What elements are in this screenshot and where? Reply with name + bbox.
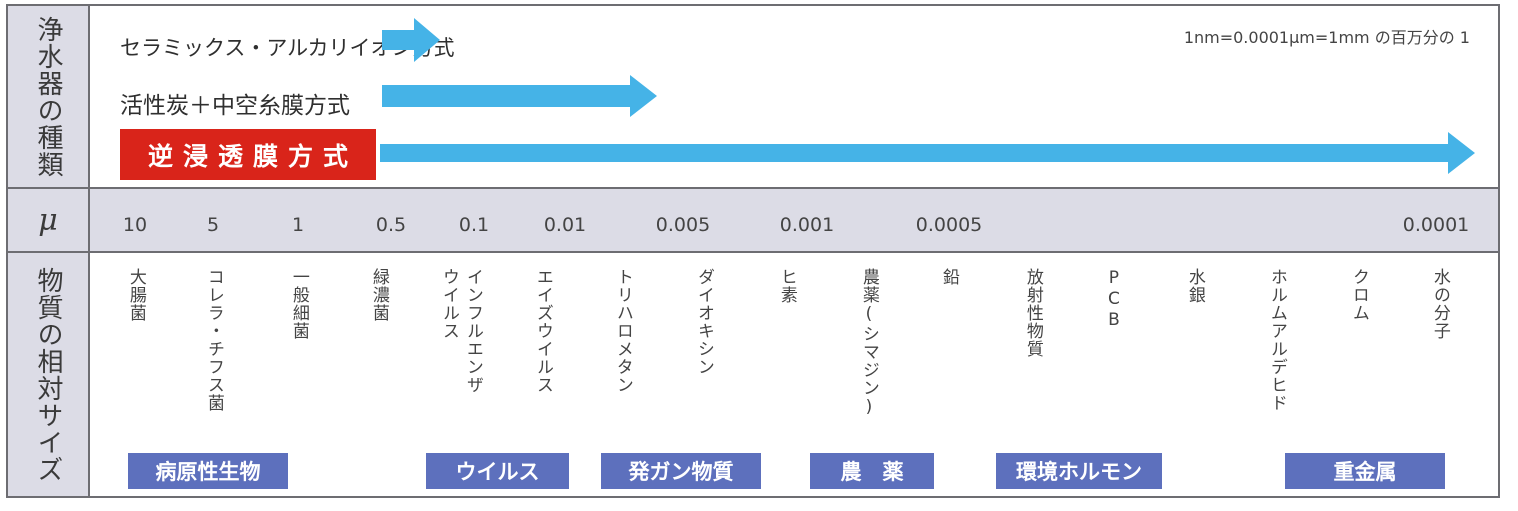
scale-value: 0.001: [779, 214, 835, 236]
filtration-arrows: [380, 18, 1475, 174]
arrow-reverse-osmosis-icon: [380, 132, 1475, 174]
substance-label: ホルムアルデヒド: [1266, 268, 1287, 412]
substance-label: 鉛: [938, 268, 959, 286]
category-viruses: ウイルス: [426, 453, 569, 489]
arrow-carbon-icon: [382, 75, 657, 117]
water-purifier-types-label: 浄水器の種類: [33, 15, 63, 178]
micron-label: μ: [38, 202, 58, 238]
category-endocrine-disruptors: 環境ホルモン: [996, 453, 1162, 489]
substance-label: ヒ素: [776, 268, 797, 304]
substance-label: 一般細菌: [288, 268, 309, 340]
scale-value: 1: [291, 214, 305, 236]
category-carcinogens: 発ガン物質: [601, 453, 761, 489]
scale-value: 5: [206, 214, 220, 236]
substance-label: エイズウイルス: [532, 268, 553, 394]
scale-row: [90, 189, 1498, 251]
substance-label: 大腸菌: [125, 268, 146, 322]
relative-size-label: 物質の相対サイズ: [33, 266, 63, 483]
divider-bottom: [8, 251, 1498, 253]
scale-value: 0.005: [655, 214, 711, 236]
substance-label: 放射性物質: [1022, 268, 1043, 358]
substance-label: トリハロメタン: [612, 268, 633, 394]
filtration-diagram: 浄水器の種類 μ 物質の相対サイズ セラミックス・アルカリイオン方式 活性炭＋中…: [6, 4, 1500, 498]
unit-label-cell: μ: [8, 189, 88, 251]
arrow-ceramic-icon: [382, 18, 440, 62]
category-pesticides: 農 薬: [810, 453, 934, 489]
substance-label: クロム: [1348, 268, 1369, 322]
substance-label: 水銀: [1184, 268, 1205, 304]
category-pathogens: 病原性生物: [128, 453, 288, 489]
scale-value: 10: [122, 214, 148, 236]
substance-label: インフルエンザ: [462, 268, 483, 394]
substance-label: 水の分子: [1429, 268, 1450, 340]
scale-value: 0.0005: [915, 214, 983, 236]
scale-value: 0.1: [458, 214, 490, 236]
substance-label: PCB: [1103, 268, 1124, 331]
method-reverse-osmosis: 逆浸透膜方式: [147, 141, 358, 171]
method-carbon: 活性炭＋中空糸膜方式: [120, 93, 350, 119]
scale-value: 0.01: [543, 214, 587, 236]
unit-note: 1nm=0.0001μm=1mm の百万分の 1: [1183, 28, 1470, 47]
substance-label: 緑濃菌: [368, 268, 389, 322]
type-label-cell: 浄水器の種類: [8, 6, 88, 187]
substance-label: ウイルス: [438, 268, 459, 340]
substance-label: ダイオキシン: [693, 268, 714, 376]
method-reverse-osmosis-badge: 逆浸透膜方式: [120, 129, 376, 180]
label-divider: [88, 6, 90, 496]
substance-label: コレラ・チフス菌: [203, 268, 224, 412]
scale-value: 0.0001: [1402, 214, 1470, 236]
substance-label: 農薬(シマジン): [858, 268, 879, 418]
divider-top: [8, 187, 1498, 189]
category-heavy-metals: 重金属: [1285, 453, 1445, 489]
scale-value: 0.5: [375, 214, 407, 236]
size-label-cell: 物質の相対サイズ: [8, 253, 88, 496]
